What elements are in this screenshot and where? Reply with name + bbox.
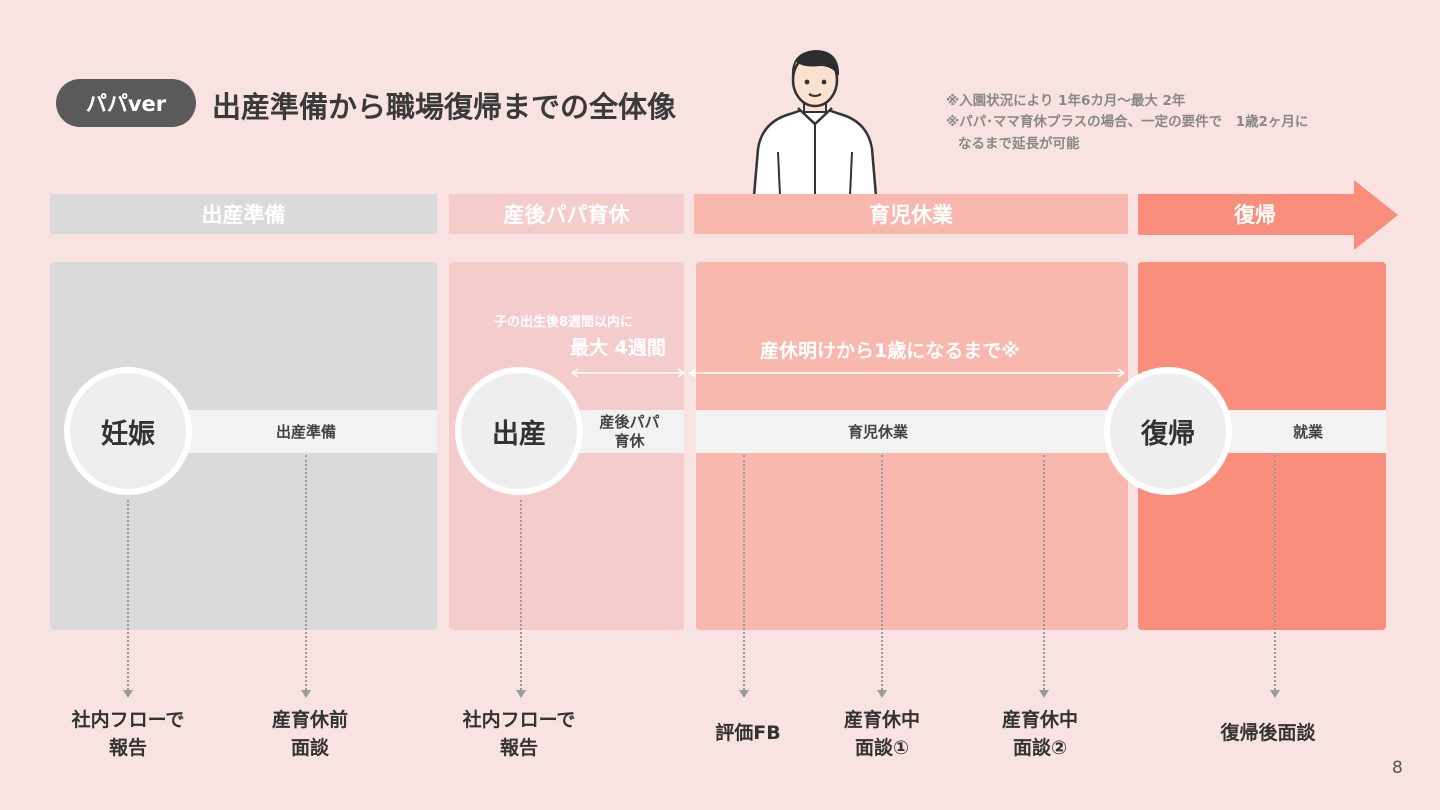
note-line-3: なるまで延長が可能: [958, 136, 1080, 152]
connector-arrow-icon: [1270, 690, 1280, 698]
milestone-label-pre-leave-interview: 産育休前面談: [271, 709, 348, 759]
band-prep: 出産準備: [185, 410, 437, 453]
connector-line: [1274, 455, 1276, 690]
childcare-period: 産休明けから1歳になるまで※: [760, 340, 1020, 362]
milestone-label-report-1: 社内フローで報告: [71, 709, 185, 759]
connector-arrow-icon: [1039, 690, 1049, 698]
milestone-label-interview-2: 産育休中面談②: [1001, 709, 1078, 759]
connector-arrow-icon: [301, 690, 311, 698]
connector-line: [520, 500, 522, 690]
paternity-period-max: 最大 4週間: [570, 337, 666, 359]
page-title: 出産準備から職場復帰までの全体像: [212, 90, 677, 124]
milestone-label-post-return-interview: 復帰後面談: [1220, 722, 1316, 744]
connector-line: [127, 500, 129, 690]
version-tag: パパver: [56, 79, 196, 127]
milestone-label-report-2: 社内フローで報告: [462, 709, 576, 759]
milestone-circle-return: 復帰: [1104, 367, 1232, 495]
connector-line: [881, 455, 883, 690]
phase-header-paternity: 産後パパ育休: [449, 194, 684, 234]
paternity-period-note: 子の出生後8週間以内に: [494, 315, 634, 330]
connector-arrow-icon: [516, 690, 526, 698]
timeline-arrow-icon: [1138, 180, 1398, 250]
phase-header-return: 復帰: [1234, 203, 1276, 227]
page-number: 8: [1392, 758, 1403, 778]
milestone-circle-pregnancy: 妊娠: [64, 367, 192, 495]
connector-arrow-icon: [739, 690, 749, 698]
connector-arrow-icon: [877, 690, 887, 698]
phase-header-prep: 出産準備: [50, 194, 437, 234]
note-line-1: ※入園状況により 1年6カ月～最大 2年: [946, 93, 1186, 109]
connector-line: [1043, 455, 1045, 690]
connector-line: [743, 455, 745, 690]
milestone-label-interview-1: 産育休中面談①: [843, 709, 920, 759]
milestone-label-evaluation-fb: 評価FB: [715, 722, 781, 744]
connector-arrow-icon: [123, 690, 133, 698]
period-arrows-icon: [570, 368, 1126, 378]
note-line-2: ※パパ･ママ育休プラスの場合、一定の要件で 1歳2ヶ月に: [946, 114, 1309, 130]
band-paternity: 産後パパ育休: [575, 410, 684, 453]
milestone-circle-birth: 出産: [455, 367, 583, 495]
phase-header-childcare: 育児休業: [694, 194, 1128, 234]
person-illustration-icon: [752, 50, 878, 196]
band-childcare: 育児休業: [696, 410, 1128, 453]
connector-line: [305, 455, 307, 690]
